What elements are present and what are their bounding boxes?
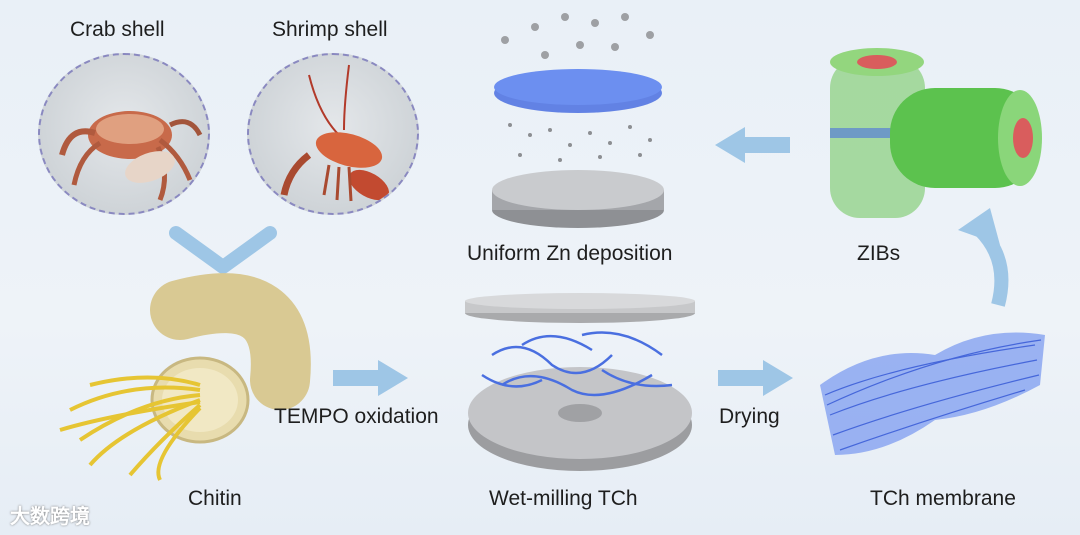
- shrimp-shell-image: [247, 53, 419, 215]
- crab-shell-label: Crab shell: [70, 18, 165, 42]
- crab-icon: [40, 55, 208, 213]
- tempo-oxidation-label: TEMPO oxidation: [274, 405, 439, 429]
- zib-battery-illustration: [815, 38, 1055, 228]
- watermark-logo: 大数跨境: [10, 500, 90, 529]
- left-arrow: [710, 125, 790, 165]
- zibs-label: ZIBs: [857, 242, 900, 266]
- uniform-zn-deposition-label: Uniform Zn deposition: [467, 242, 672, 266]
- drying-label: Drying: [719, 405, 780, 429]
- wet-milling-tch-label: Wet-milling TCh: [489, 487, 638, 511]
- wet-milling-illustration: [462, 295, 702, 485]
- chitin-fiber-illustration: [50, 290, 310, 490]
- chevron-down-arrow: [168, 225, 278, 275]
- right-arrow-drying: [718, 358, 798, 398]
- shrimp-icon: [249, 55, 417, 213]
- tch-membrane-label: TCh membrane: [870, 487, 1016, 511]
- tch-membrane-illustration: [815, 305, 1055, 465]
- zn-deposition-illustration: [490, 5, 690, 235]
- chitin-label: Chitin: [188, 487, 242, 511]
- right-arrow-tempo: [333, 358, 413, 398]
- crab-shell-image: [38, 53, 210, 215]
- shrimp-shell-label: Shrimp shell: [272, 18, 388, 42]
